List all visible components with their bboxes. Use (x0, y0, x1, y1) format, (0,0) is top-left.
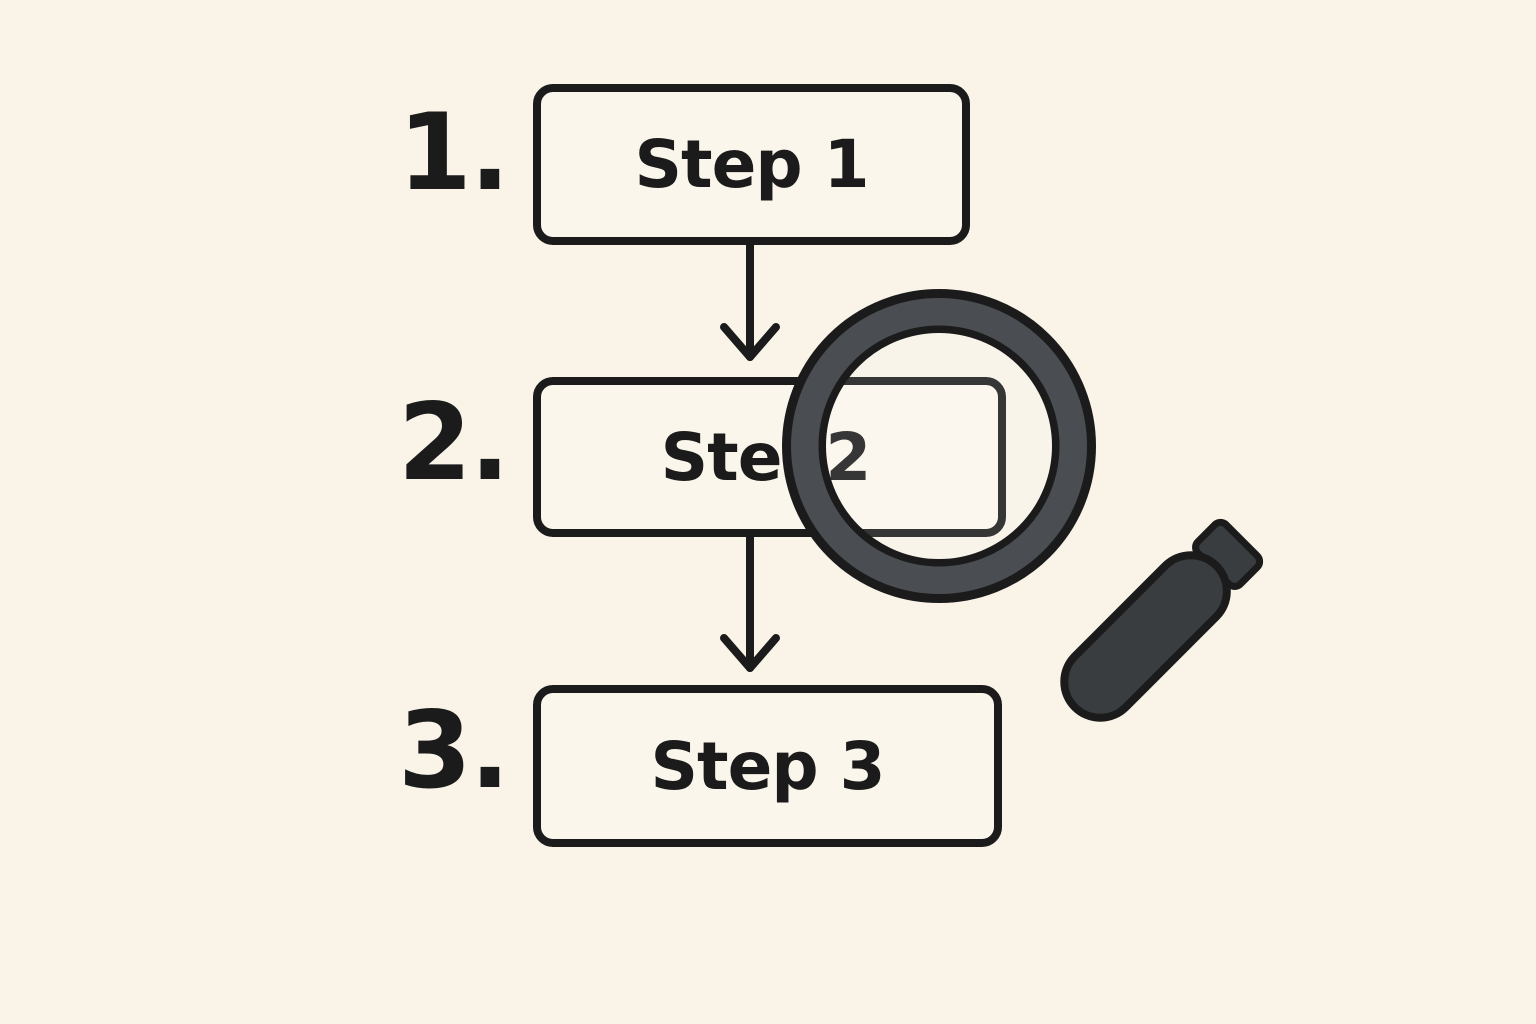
step-box-3: Step 3 (533, 685, 1002, 847)
step-box-1: Step 1 (533, 84, 970, 245)
step-box-2: Ste 2 (533, 377, 1006, 537)
step-label-1: Step 1 (634, 126, 870, 203)
arrow-down-icon (720, 241, 780, 361)
step-number-1: 1. (398, 91, 510, 214)
step-number-3: 3. (398, 689, 510, 812)
magnifying-glass-icon (782, 289, 1264, 722)
step-label-3: Step 3 (650, 727, 886, 805)
step-number-2: 2. (398, 381, 510, 504)
arrow-down-icon (720, 533, 780, 672)
step-label-2: Ste 2 (660, 418, 872, 496)
